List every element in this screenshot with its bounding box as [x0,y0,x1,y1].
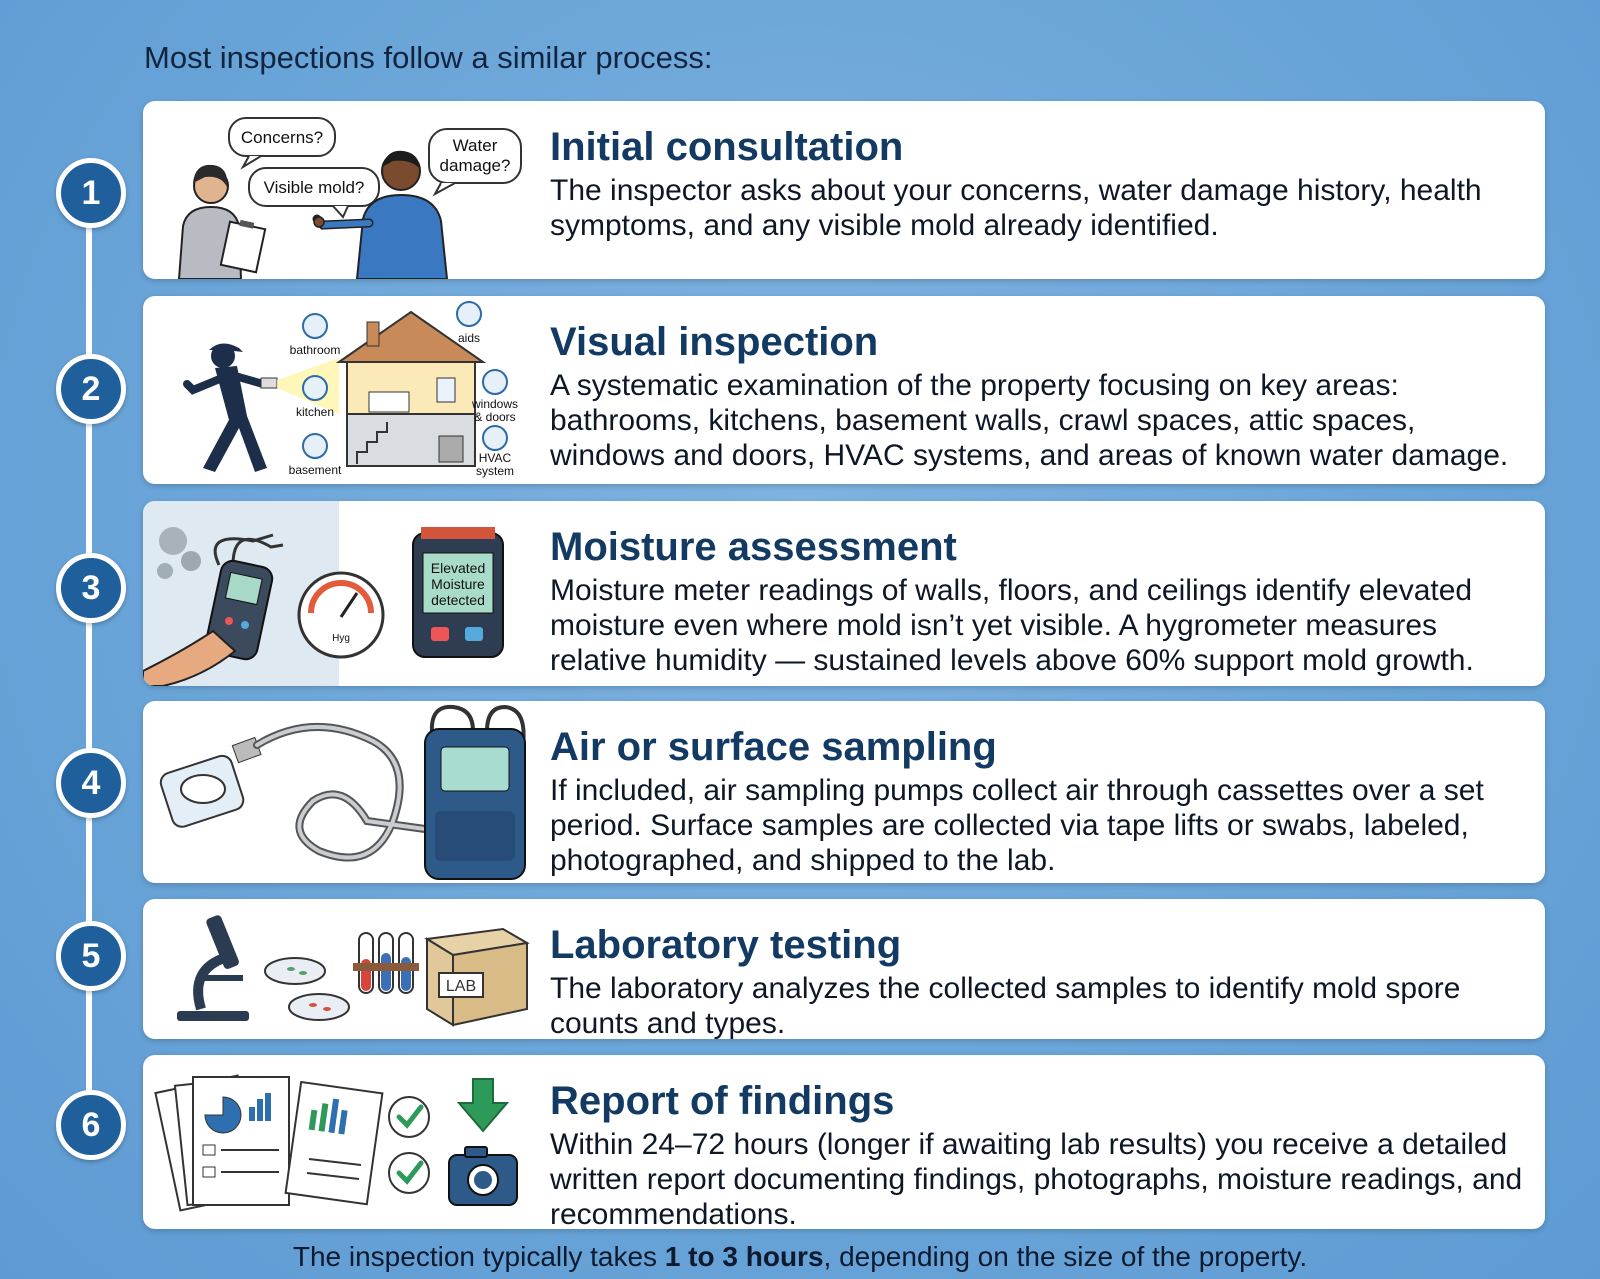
footer-pre: The inspection typically takes [292,1241,665,1272]
display-elevated: Elevated [431,560,485,576]
step-number-6: 6 [56,1090,126,1160]
step-description: Moisture meter readings of walls, floors… [550,574,1474,677]
step-card-report-of-findings: Report of findings Within 24–72 hours (l… [143,1055,1545,1229]
step-description: Within 24–72 hours (longer if awaiting l… [550,1128,1523,1229]
timeline-line [86,188,92,1148]
step-title: Report of findings [550,1079,895,1123]
step-number-3: 3 [56,553,126,623]
label-system: system [476,464,514,478]
display-moisture: Moisture [431,576,485,592]
label-bathroom: bathroom [290,343,341,357]
house-inspection-illustration: bathroom aids kitchen windows & doors ba… [143,296,533,484]
step-description: The laboratory analyzes the collected sa… [550,972,1461,1039]
step-card-initial-consultation: Concerns? Visible mold? Water damage? In… [143,101,1545,279]
bubble-water: Water [453,136,498,155]
report-illustration [143,1055,533,1229]
step-number-1: 1 [56,158,126,228]
bubble-concerns: Concerns? [241,128,323,147]
step-title: Initial consultation [550,125,904,169]
bubble-visible-mold: Visible mold? [264,178,365,197]
step-description: A systematic examination of the property… [550,369,1509,472]
label-basement: basement [289,463,342,477]
lab-illustration: LAB [143,899,533,1039]
step-number-2: 2 [56,354,126,424]
intro-text: Most inspections follow a similar proces… [144,40,713,75]
box-lab-label: LAB [446,978,476,995]
air-sampling-illustration [143,701,533,883]
bubble-damage: damage? [440,156,511,175]
step-card-moisture-assessment: Hyg Elevated Moisture detected Moisture … [143,501,1545,686]
step-description: If included, air sampling pumps collect … [550,774,1484,877]
step-description: The inspector asks about your concerns, … [550,174,1482,242]
moisture-meter-illustration: Hyg Elevated Moisture detected [143,501,533,686]
step-title: Visual inspection [550,320,879,364]
footer-duration: 1 to 3 hours [664,1241,824,1272]
step-number-4: 4 [56,748,126,818]
step-card-air-surface-sampling: Air or surface sampling If included, air… [143,701,1545,883]
display-detected: detected [431,592,485,608]
step-card-laboratory-testing: LAB Laboratory testing The laboratory an… [143,899,1545,1039]
label-doors: & doors [474,410,515,424]
step-number-5: 5 [56,921,126,991]
footer-post: , depending on the size of the property. [823,1241,1308,1272]
label-hyg: Hyg [332,633,350,644]
label-windows: windows [471,397,518,411]
consultation-illustration: Concerns? Visible mold? Water damage? [143,101,533,279]
step-title: Air or surface sampling [550,725,997,769]
step-title: Laboratory testing [550,923,902,967]
step-title: Moisture assessment [550,525,957,569]
label-hvac: HVAC [479,451,512,465]
footer-note: The inspection typically takes 1 to 3 ho… [0,1241,1600,1273]
step-card-visual-inspection: bathroom aids kitchen windows & doors ba… [143,296,1545,484]
label-kitchen: kitchen [296,405,334,419]
label-aids: aids [458,331,480,345]
